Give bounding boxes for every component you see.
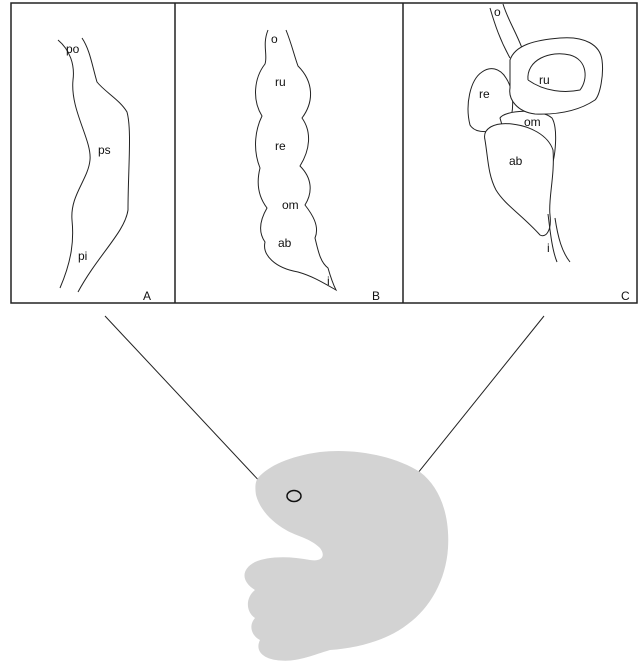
esophagus-right [503,4,522,48]
rumen-shape [510,38,603,114]
label-re: re [275,139,286,153]
label-po: po [66,42,80,56]
panel-letter-a: A [143,289,151,303]
panel-letter-c: C [621,289,630,303]
panel-a: po ps pi A [58,38,151,303]
label-i: i [327,274,330,288]
label-pi: pi [78,249,87,263]
label-ru: ru [539,73,550,87]
abomasum-shape [485,124,554,236]
label-om: om [282,198,299,212]
label-o: o [494,5,501,19]
label-ps: ps [98,143,111,157]
label-re: re [479,87,490,101]
label-o: o [271,32,278,46]
intestine-right [555,218,570,262]
label-i: i [547,241,550,255]
label-ab: ab [509,154,523,168]
stomach-compartments-outline [256,30,336,290]
label-om: om [524,115,541,129]
label-ab: ab [278,236,292,250]
embryo-silhouette [244,451,448,661]
panel-letter-b: B [372,289,380,303]
panel-c: o ru re om ab i C [468,4,630,303]
label-ru: ru [275,75,286,89]
panel-b: o ru re om ab i B [256,30,381,303]
